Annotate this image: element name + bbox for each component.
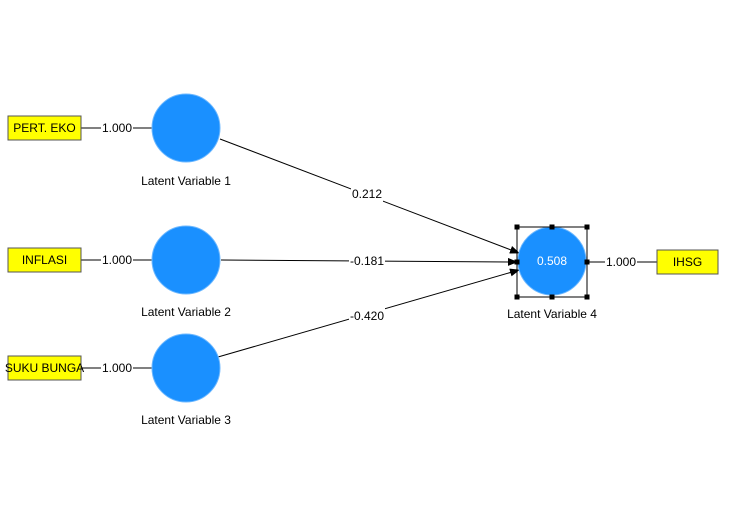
resize-handle-right[interactable] <box>584 259 590 265</box>
indicator-pert-eko[interactable]: PERT. EKO <box>7 115 82 141</box>
svg-text:1.000: 1.000 <box>102 121 132 135</box>
path-coefficient-lv1-lv4: 0.212 <box>351 186 383 202</box>
resize-handle-bottom-right[interactable] <box>584 294 590 300</box>
svg-text:1.000: 1.000 <box>606 255 636 269</box>
loading-label-ihsg: 1.000 <box>605 254 637 270</box>
latent-variable-3[interactable] <box>151 333 221 403</box>
path-coefficient-lv2-lv4: -0.181 <box>349 253 385 269</box>
indicator-suku-bunga[interactable]: SUKU BUNGA <box>5 355 84 381</box>
loading-label-pert-eko: 1.000 <box>101 120 133 136</box>
indicator-ihsg[interactable]: IHSG <box>656 249 719 275</box>
latent-caption-3: Latent Variable 3 <box>141 413 231 427</box>
r-squared-value: 0.508 <box>537 254 567 268</box>
latent-caption-1: Latent Variable 1 <box>141 174 231 188</box>
svg-text:-0.420: -0.420 <box>350 309 384 323</box>
svg-text:0.212: 0.212 <box>352 187 382 201</box>
svg-text:SUKU BUNGA: SUKU BUNGA <box>5 361 84 375</box>
svg-text:INFLASI: INFLASI <box>22 253 67 267</box>
latent-caption-2: Latent Variable 2 <box>141 305 231 319</box>
svg-text:IHSG: IHSG <box>673 255 702 269</box>
latent-variable-1[interactable] <box>151 93 221 163</box>
resize-handle-top[interactable] <box>549 224 555 230</box>
resize-handle-top-left[interactable] <box>514 224 520 230</box>
svg-text:1.000: 1.000 <box>102 253 132 267</box>
svg-text:-0.181: -0.181 <box>350 254 384 268</box>
loading-label-suku-bunga: 1.000 <box>101 360 133 376</box>
latent-variable-4[interactable]: 0.508 <box>517 226 587 296</box>
resize-handle-bottom-left[interactable] <box>514 294 520 300</box>
indicator-inflasi[interactable]: INFLASI <box>7 247 82 273</box>
path-coefficient-lv3-lv4: -0.420 <box>349 308 385 324</box>
resize-handle-left[interactable] <box>514 259 520 265</box>
latent-variable-2[interactable] <box>151 225 221 295</box>
loading-label-inflasi: 1.000 <box>101 252 133 268</box>
svg-text:1.000: 1.000 <box>102 361 132 375</box>
selection-frame[interactable] <box>514 224 590 300</box>
resize-handle-bottom[interactable] <box>549 294 555 300</box>
svg-text:PERT. EKO: PERT. EKO <box>13 121 75 135</box>
latent-caption-4: Latent Variable 4 <box>507 307 597 321</box>
resize-handle-top-right[interactable] <box>584 224 590 230</box>
